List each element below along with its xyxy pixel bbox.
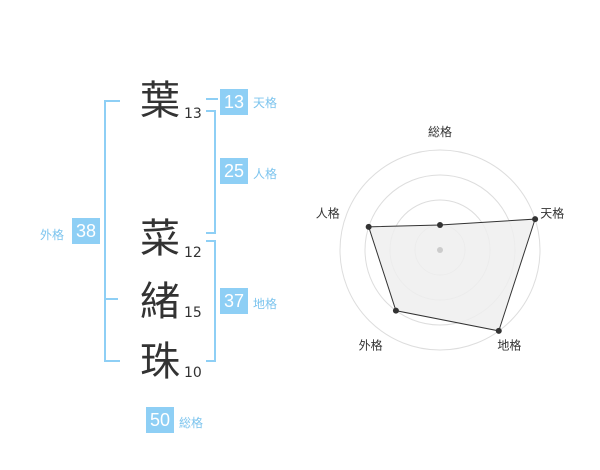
radar-center-dot — [437, 247, 443, 253]
name-char-4: 珠 — [140, 339, 180, 385]
radar-point-5 — [365, 223, 372, 230]
gaikaku-bracket — [104, 100, 120, 362]
gaikaku-value: 38 — [72, 218, 100, 244]
stroke-count-1: 13 — [184, 106, 202, 122]
radar-point-2 — [532, 216, 539, 223]
tenkaku-value: 13 — [220, 89, 248, 115]
radar-point-1 — [437, 222, 443, 228]
jinkaku-value: 25 — [220, 158, 248, 184]
jinkaku-label: 人格 — [253, 167, 278, 181]
gaikaku-bracket-tick — [104, 298, 118, 300]
radar-axis-label-4: 外格 — [359, 337, 383, 352]
radar-series-area — [367, 218, 536, 332]
radar-point-3 — [495, 327, 502, 334]
stroke-count-3: 15 — [184, 305, 202, 321]
gaikaku-label: 外格 — [40, 228, 65, 242]
stroke-count-2: 12 — [184, 245, 202, 261]
radar-axis-label-5: 人格 — [316, 206, 340, 221]
tenkaku-bracket — [206, 98, 218, 101]
radar-axis-label-2: 天格 — [540, 206, 564, 221]
name-char-1: 葉 — [140, 78, 180, 124]
name-char-2: 菜 — [140, 216, 180, 262]
radar-axis-label-3: 地格 — [497, 337, 521, 352]
stroke-count-4: 10 — [184, 365, 202, 381]
soukaku-label: 総格 — [179, 416, 204, 430]
chikaku-label: 地格 — [253, 297, 278, 311]
soukaku-value: 50 — [146, 407, 174, 433]
radar-point-4 — [392, 307, 399, 314]
radar-grid-ring-4 — [339, 149, 541, 351]
chikaku-value: 37 — [220, 288, 248, 314]
jinkaku-bracket — [206, 110, 216, 234]
radar-axis-label-1: 総格 — [428, 124, 452, 139]
name-char-3: 緒 — [140, 279, 180, 325]
chikaku-bracket — [206, 240, 216, 362]
tenkaku-label: 天格 — [253, 96, 278, 110]
